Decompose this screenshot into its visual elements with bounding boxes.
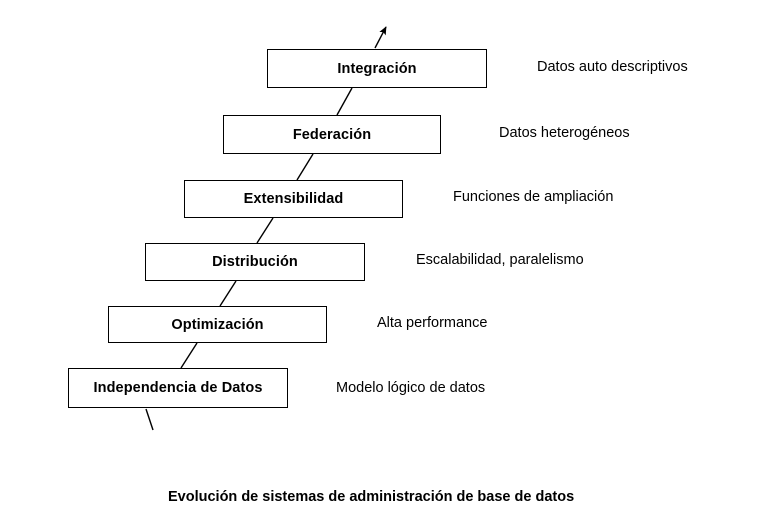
- stage-note-extensibilidad: Funciones de ampliación: [453, 189, 614, 205]
- stage-box-distribucion[interactable]: Distribución: [145, 243, 365, 281]
- stage-note-independencia-de-datos: Modelo lógico de datos: [336, 380, 486, 396]
- stage-box-integracion[interactable]: Integración: [267, 49, 487, 88]
- stage-label-extensibilidad: Extensibilidad: [243, 191, 344, 207]
- connector-group: [180, 87, 353, 369]
- stage-box-optimizacion[interactable]: Optimización: [108, 306, 327, 343]
- stage-note-integracion: Datos auto descriptivos: [537, 59, 688, 75]
- connector-federacion-integracion: [336, 87, 353, 116]
- stage-note-optimizacion: Alta performance: [377, 315, 488, 331]
- stage-label-distribucion: Distribución: [212, 254, 298, 270]
- baseline-tail: [145, 408, 154, 431]
- stage-box-independencia-de-datos[interactable]: Independencia de Datos: [68, 368, 288, 408]
- stage-label-integracion: Integración: [337, 60, 417, 77]
- stage-label-federacion: Federación: [292, 126, 372, 143]
- stage-box-extensibilidad[interactable]: Extensibilidad: [184, 180, 403, 218]
- stage-label-independencia-de-datos: Independencia de Datos: [93, 380, 263, 396]
- stage-note-distribucion: Escalabilidad, paralelismo: [416, 252, 584, 268]
- diagram-caption: Evolución de sistemas de administración …: [168, 489, 575, 505]
- baseline-tail-line: [145, 408, 154, 431]
- stage-label-optimizacion: Optimización: [171, 316, 264, 333]
- stage-note-federacion: Datos heterogéneos: [499, 125, 630, 141]
- growth-arrow: [374, 26, 387, 49]
- connector-optimizacion-distribucion: [219, 280, 237, 307]
- connector-extensibilidad-federacion: [296, 153, 314, 181]
- connector-independencia-optimizacion: [180, 342, 198, 369]
- growth-arrow-line: [374, 26, 387, 49]
- connector-distribucion-extensibilidad: [256, 217, 274, 244]
- stage-box-federacion[interactable]: Federación: [223, 115, 441, 154]
